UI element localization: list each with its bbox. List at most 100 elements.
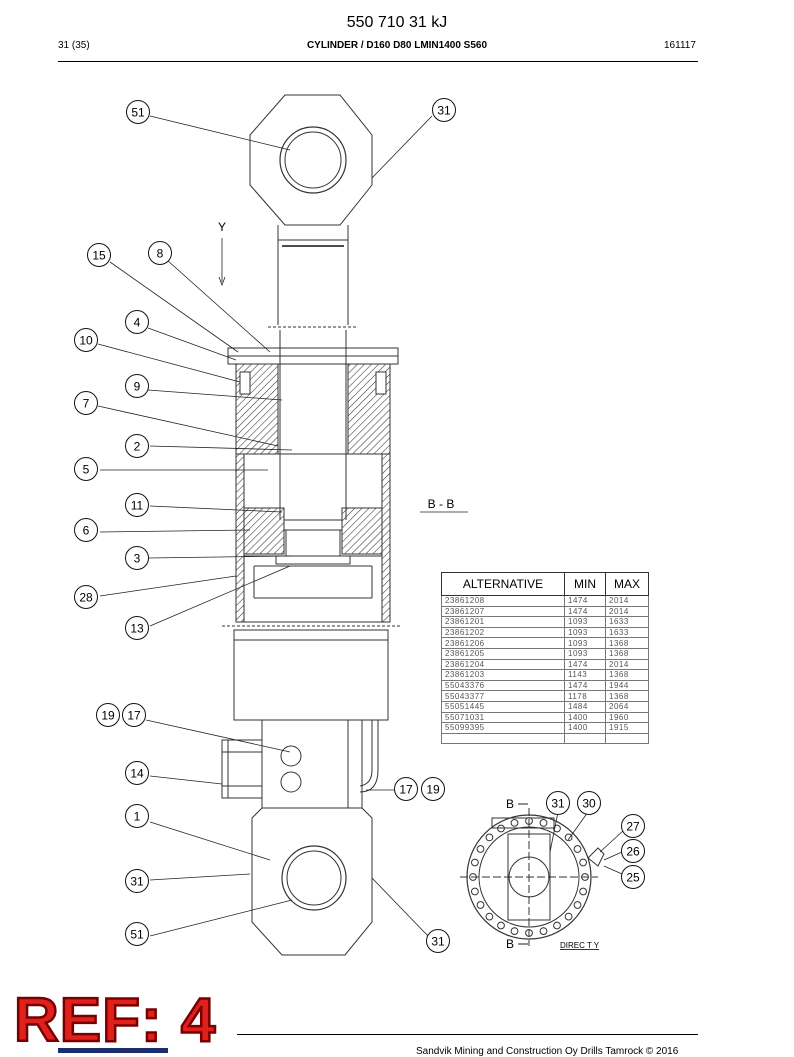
column-header-alternative: ALTERNATIVE xyxy=(441,572,565,596)
part-callout: 27 xyxy=(621,814,645,838)
footer-divider xyxy=(237,1034,698,1035)
bolt-hole xyxy=(476,845,485,853)
bolt-hole xyxy=(581,873,589,881)
cell-max: 1915 xyxy=(605,722,649,734)
part-callout: 31 xyxy=(546,791,570,815)
cell-alternative: 23861204 xyxy=(441,658,565,671)
bolt-hole xyxy=(579,858,587,867)
cell-alternative: 55099395 xyxy=(441,722,565,734)
part-callout: 6 xyxy=(74,518,98,542)
bolt-hole xyxy=(539,819,548,827)
part-callout: 25 xyxy=(621,865,645,889)
sheet-code: 161117 xyxy=(664,40,696,51)
cell-min: 1474 xyxy=(564,605,606,618)
part-callout: 19 xyxy=(421,777,445,801)
table-row-empty xyxy=(441,732,649,744)
callout-number: 3 xyxy=(134,552,141,566)
callout-number: 1 xyxy=(134,810,141,824)
cell-max: 1633 xyxy=(605,626,649,639)
part-callout: 31 xyxy=(432,98,456,122)
cell-min: 1093 xyxy=(564,616,606,628)
cell-alternative: 55051445 xyxy=(441,700,565,713)
callout-number: 10 xyxy=(79,334,93,348)
part-callout: 4 xyxy=(125,310,149,334)
bolt-hole xyxy=(469,873,477,881)
part-callout: 7 xyxy=(74,391,98,415)
cell-min: 1474 xyxy=(564,679,606,692)
part-callout: 14 xyxy=(125,761,149,785)
cell-max: 2014 xyxy=(605,658,649,671)
cell-max: 2064 xyxy=(605,700,649,713)
cell-empty xyxy=(564,732,606,744)
part-callout: 51 xyxy=(125,922,149,946)
bolt-hole xyxy=(485,833,494,842)
column-header-max: MAX xyxy=(605,572,649,596)
cell-alternative: 23861202 xyxy=(441,626,565,639)
part-callout: 51 xyxy=(126,100,150,124)
bolt-hole xyxy=(525,929,533,937)
header-divider xyxy=(58,61,698,62)
cell-alternative: 55043376 xyxy=(441,679,565,692)
callout-number: 13 xyxy=(130,622,144,636)
part-callout: 13 xyxy=(125,616,149,640)
part-callout: 2 xyxy=(125,434,149,458)
cell-alternative: 23861206 xyxy=(441,637,565,649)
callout-number: 19 xyxy=(101,709,115,723)
sheet-title: CYLINDER / D160 D80 LMIN1400 S560 xyxy=(306,40,488,51)
callout-number: 31 xyxy=(431,935,445,949)
part-callout: 30 xyxy=(577,791,601,815)
part-callout: 10 xyxy=(74,328,98,352)
callout-number: 28 xyxy=(79,591,93,605)
cell-alternative: 23861205 xyxy=(441,647,565,660)
callout-number: 9 xyxy=(134,380,141,394)
bolt-hole xyxy=(525,817,533,825)
part-callout: 28 xyxy=(74,585,98,609)
callout-number: 31 xyxy=(551,797,565,811)
part-callout: 31 xyxy=(426,929,450,953)
cell-max: 1368 xyxy=(605,637,649,649)
part-callout: 8 xyxy=(148,241,172,265)
callout-number: 25 xyxy=(626,871,640,885)
bolt-hole xyxy=(485,912,494,921)
cell-max: 1960 xyxy=(605,711,649,724)
cell-alternative: 23861203 xyxy=(441,669,565,681)
callout-number: 15 xyxy=(92,249,106,263)
cell-max: 1368 xyxy=(605,669,649,681)
bolt-hole xyxy=(564,912,573,921)
cell-alternative: 55043377 xyxy=(441,690,565,702)
cell-alternative: 55071031 xyxy=(441,711,565,724)
callout-number: 51 xyxy=(130,928,144,942)
callout-number: 8 xyxy=(157,247,164,261)
cell-empty xyxy=(605,732,649,744)
cell-min: 1093 xyxy=(564,637,606,649)
part-callout: 11 xyxy=(125,493,149,517)
callout-number: 6 xyxy=(83,524,90,538)
bolt-hole xyxy=(539,927,548,935)
direction-label: DIREC T Y xyxy=(560,941,600,950)
callout-number: 31 xyxy=(437,104,451,118)
part-callout: 19 xyxy=(96,703,120,727)
bolt-hole xyxy=(573,901,582,909)
callout-number: 51 xyxy=(131,106,145,120)
bolt-hole xyxy=(553,824,561,833)
part-callout: 15 xyxy=(87,243,111,267)
footer-logo xyxy=(58,1048,168,1053)
callout-number: 31 xyxy=(130,875,144,889)
part-callout: 1 xyxy=(125,804,149,828)
callout-number: 17 xyxy=(127,709,141,723)
part-callout: 17 xyxy=(394,777,418,801)
view-letter: Y xyxy=(218,220,226,234)
cell-max: 2014 xyxy=(605,605,649,618)
bolt-hole xyxy=(471,858,479,867)
cell-min: 1178 xyxy=(564,690,606,702)
